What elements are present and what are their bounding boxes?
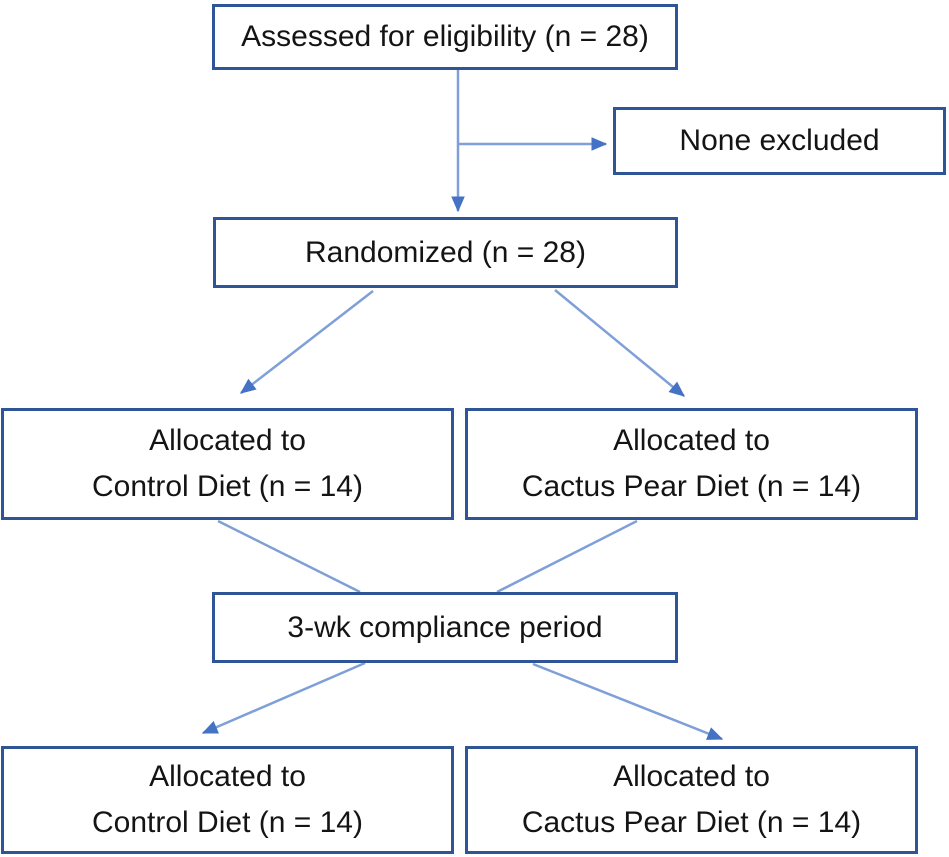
node-label: None excluded — [679, 124, 880, 157]
node-label: 3-wk compliance period — [287, 610, 603, 644]
connector-cactus-1-compliance — [496, 519, 638, 594]
node-label-line-2: Control Diet (n = 14) — [92, 470, 363, 503]
node-label-line-2: Cactus Pear Diet (n = 14) — [521, 806, 862, 839]
node-assessed-for-eligibility: Assessed for eligibility (n = 28) — [212, 4, 678, 70]
node-allocated-control-diet-1: Allocated to Control Diet (n = 14) — [1, 408, 454, 520]
node-none-excluded: None excluded — [613, 107, 946, 175]
node-label: Assessed for eligibility (n = 28) — [241, 20, 649, 53]
node-randomized: Randomized (n = 28) — [213, 217, 678, 288]
node-allocated-control-diet-2: Allocated to Control Diet (n = 14) — [1, 746, 454, 854]
node-allocated-cactus-pear-diet-1: Allocated to Cactus Pear Diet (n = 14) — [465, 408, 918, 520]
node-compliance-period: 3-wk compliance period — [212, 592, 678, 663]
node-label-line-1: Allocated to — [149, 424, 306, 457]
node-allocated-cactus-pear-diet-2: Allocated to Cactus Pear Diet (n = 14) — [465, 746, 918, 854]
node-label-line-2: Cactus Pear Diet (n = 14) — [521, 470, 862, 503]
node-label-line-1: Allocated to — [149, 760, 306, 793]
connector-randomized-control-1 — [239, 290, 374, 394]
node-label: Randomized (n = 28) — [305, 235, 586, 269]
connector-control-1-compliance — [217, 519, 361, 594]
node-label-line-2: Control Diet (n = 14) — [92, 806, 363, 839]
connector-compliance-cactus-2 — [532, 662, 724, 741]
connector-randomized-cactus-1 — [554, 289, 685, 397]
node-label-line-1: Allocated to — [613, 760, 770, 793]
connector-compliance-control-2 — [201, 661, 366, 735]
node-label-line-1: Allocated to — [613, 424, 770, 457]
